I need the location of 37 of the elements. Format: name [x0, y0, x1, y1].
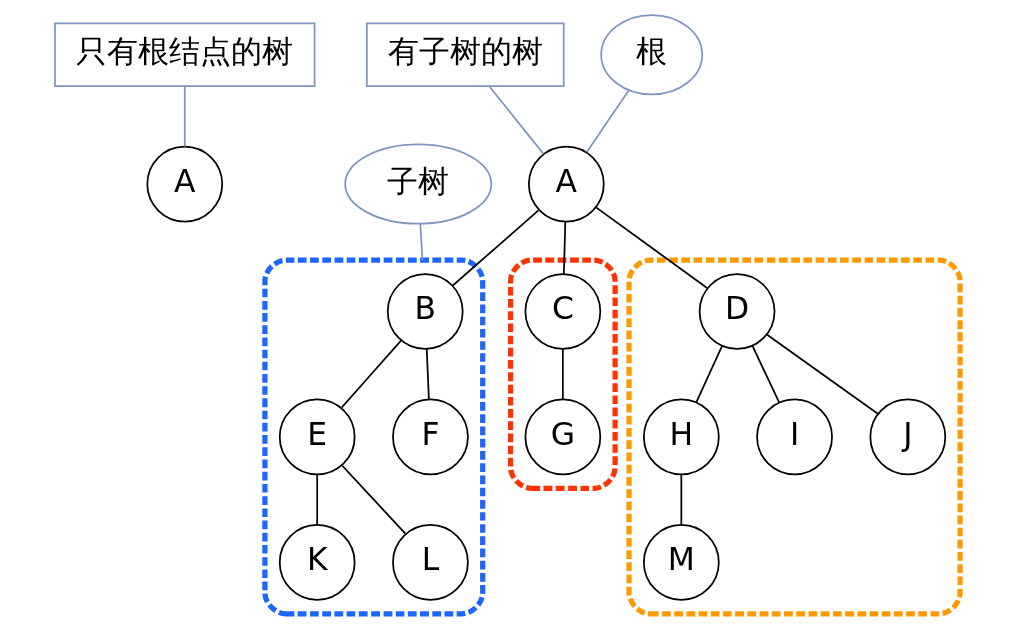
node-circle: C [524, 273, 601, 350]
node-circle: B [386, 273, 464, 350]
node-circle: H [642, 398, 720, 476]
node-circle: K [278, 524, 355, 601]
node-box: 只有根结点的树 [53, 22, 315, 87]
connector [765, 333, 879, 415]
node-circle: E [278, 398, 355, 476]
node-circle: F [391, 398, 469, 476]
connector [340, 339, 402, 409]
node-circle: A [145, 145, 223, 223]
connector [585, 89, 630, 153]
cluster [261, 257, 485, 617]
node-circle: G [524, 398, 601, 476]
connector [315, 473, 318, 526]
connector [487, 85, 544, 155]
node-ellipse: 根 [599, 14, 703, 96]
node-circle: L [391, 524, 469, 601]
connector [562, 220, 566, 275]
node-circle: D [698, 273, 775, 350]
connector [751, 345, 780, 404]
connector [425, 348, 430, 400]
connector [679, 473, 682, 526]
node-circle: I [755, 398, 833, 476]
connector [340, 464, 406, 535]
cluster [625, 257, 963, 617]
node-circle: M [642, 524, 720, 601]
connector [451, 209, 539, 287]
cluster [507, 257, 618, 491]
connector [594, 206, 708, 289]
connector [694, 345, 723, 404]
node-box: 有子树的树 [365, 22, 565, 87]
connector [183, 85, 186, 148]
node-circle: A [527, 145, 605, 223]
node-ellipse: 子树 [343, 143, 492, 225]
connector [561, 348, 564, 400]
connector [419, 222, 423, 261]
node-circle: J [869, 398, 946, 476]
